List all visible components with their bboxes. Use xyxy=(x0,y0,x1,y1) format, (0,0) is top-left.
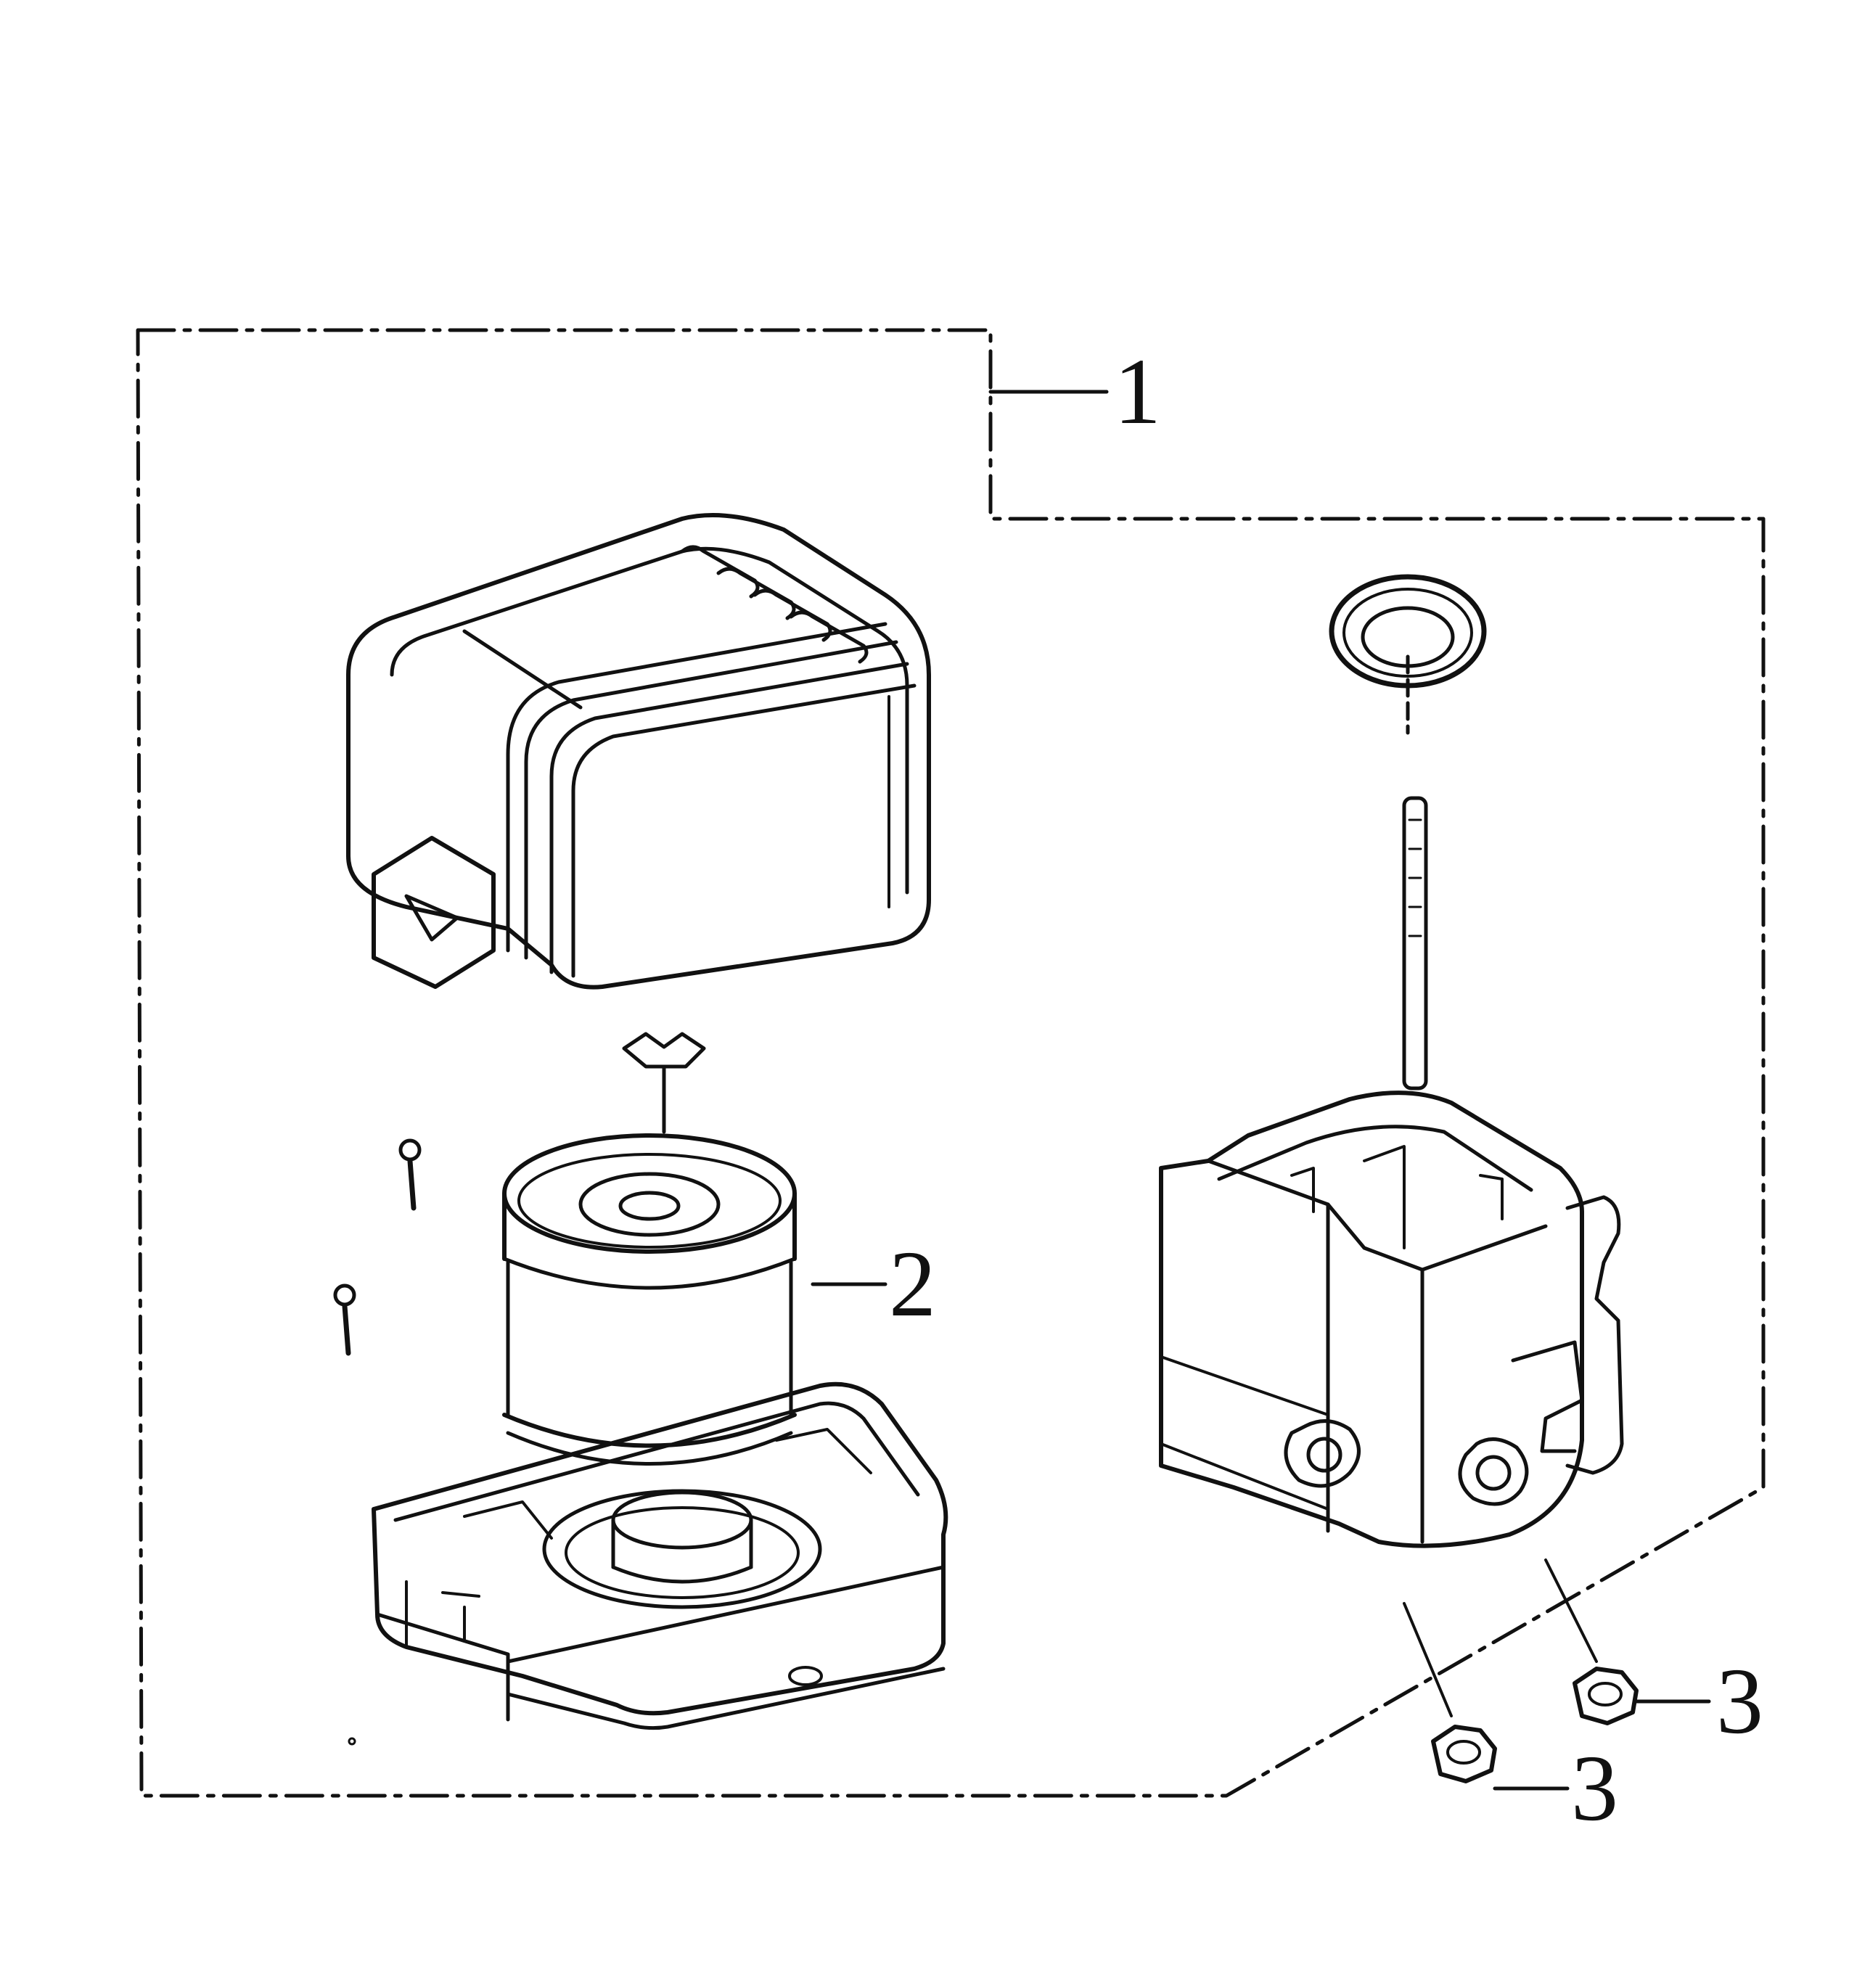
flange-nut-b xyxy=(1431,1725,1497,1783)
air-cleaner-cover xyxy=(346,513,931,990)
callout-nut-a: 3 xyxy=(1716,1649,1763,1754)
screw-lower xyxy=(333,1283,356,1356)
air-cleaner-case xyxy=(1159,796,1624,1548)
screw-upper xyxy=(398,1138,422,1211)
nut-leader-line-b xyxy=(1403,1602,1453,1717)
nut-leader-line-a xyxy=(1544,1558,1598,1663)
speck xyxy=(348,1737,356,1746)
air-cleaner-base xyxy=(372,1381,948,1730)
callout-nut-b: 3 xyxy=(1571,1736,1618,1841)
assembly-boundary-line xyxy=(136,328,1766,1798)
wing-nut xyxy=(622,1032,706,1134)
callout-filter-element: 2 xyxy=(889,1232,936,1336)
flange-nut-a xyxy=(1573,1667,1639,1725)
filter-element xyxy=(502,1133,797,1466)
seal-ring xyxy=(1329,574,1487,735)
callout-assembly: 1 xyxy=(1114,340,1161,444)
